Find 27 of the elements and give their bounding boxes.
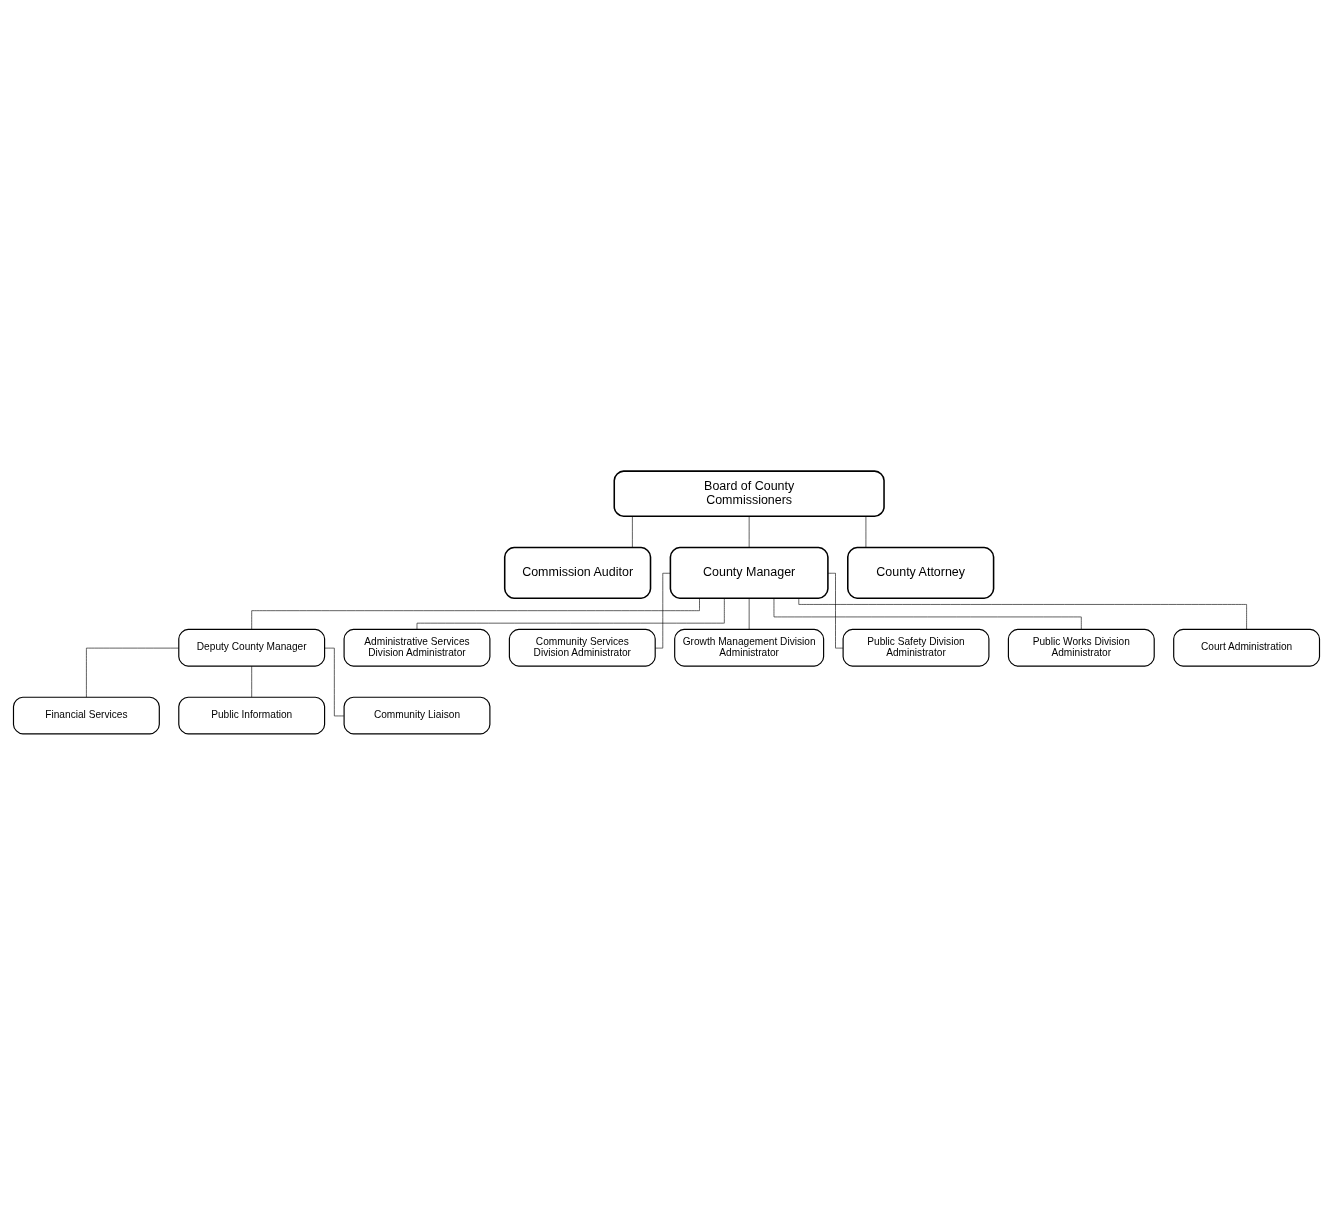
connector — [655, 572, 671, 649]
connector — [251, 665, 252, 698]
node-box: Court Administration — [1173, 628, 1321, 667]
node-box: Deputy County Manager — [178, 628, 326, 667]
node-box: Community Services Division Administrator — [508, 628, 656, 667]
node-box: Public Information — [178, 696, 326, 735]
connector — [251, 598, 700, 630]
node-box: Administrative Services Division Administrator — [343, 628, 491, 667]
node-box: Growth Management Division Administrator — [674, 628, 825, 667]
connector — [865, 516, 867, 548]
connector — [748, 516, 750, 548]
node-box: Financial Services — [12, 696, 160, 735]
connector — [748, 597, 750, 630]
node-box: Public Safety Division Administrator — [842, 628, 990, 667]
node-box: Community Liaison — [343, 696, 491, 735]
node-box: County Manager — [669, 546, 829, 599]
node-box: Public Works Division Administrator — [1007, 628, 1155, 667]
connector — [798, 598, 1247, 630]
connector — [632, 516, 633, 548]
connector — [827, 572, 844, 649]
connector — [773, 597, 1082, 630]
connector — [86, 647, 179, 698]
node-box: County Attorney — [847, 546, 995, 599]
node-box: Board of County Commissioners — [613, 470, 885, 518]
connector — [416, 598, 725, 630]
node-box: Commission Auditor — [503, 546, 652, 599]
connector — [324, 647, 345, 717]
